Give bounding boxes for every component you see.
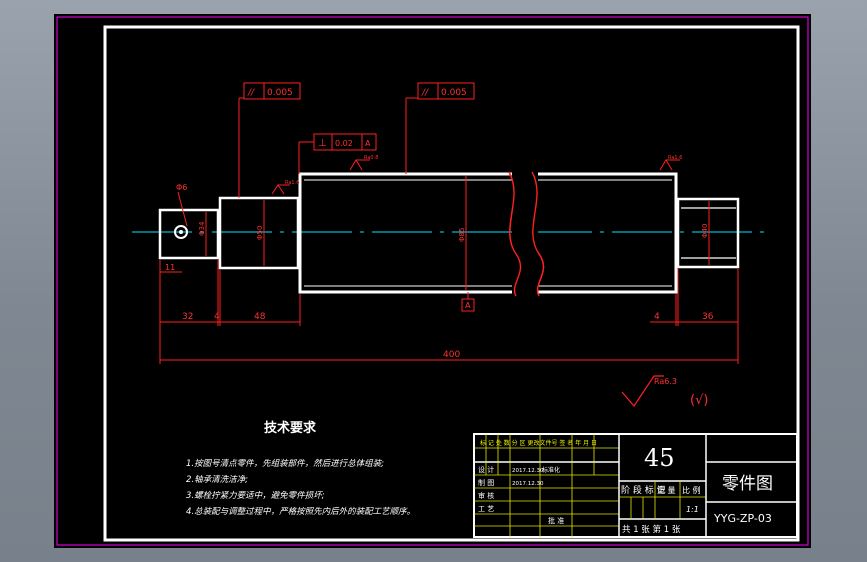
svg-text:标准化: 标准化 xyxy=(542,466,560,474)
dim-11: 11 xyxy=(159,260,182,276)
svg-text:⊥: ⊥ xyxy=(318,138,327,149)
parallel-tolerance-1: // 0.005 xyxy=(238,82,301,198)
tb-header-row: 标 记 处 数 分 区 更改文件号 签 名 年 月 日 xyxy=(480,439,597,447)
dim-dia-journal: Φ50 xyxy=(256,226,264,240)
roughness-3: Ra1.6 xyxy=(659,155,682,171)
diameter-dimensions: Φ34 Φ50 Φ85 Φ40 xyxy=(198,176,710,290)
shaft-outline xyxy=(158,170,740,297)
notes-title: 技术要求 xyxy=(264,420,317,436)
dim-32: 32 xyxy=(182,312,193,322)
dim-48: 48 xyxy=(254,312,266,322)
dim-4a: 4 xyxy=(214,312,220,322)
cross-hole xyxy=(174,225,188,239)
svg-text:(√): (√) xyxy=(690,393,708,408)
dim-36: 36 xyxy=(702,312,714,322)
main-body xyxy=(298,172,678,294)
svg-text:0.005: 0.005 xyxy=(441,88,467,98)
dim-dia-left: Φ34 xyxy=(198,221,206,236)
svg-text:比 例: 比 例 xyxy=(682,485,701,495)
shaft-part-drawing: Φ34 Φ50 Φ85 Φ40 Φ6 11 32 4 48 4 36 400 xyxy=(56,16,809,546)
roughness-1: Ra1.6 xyxy=(271,180,299,195)
journal-section xyxy=(218,196,300,270)
svg-text:A: A xyxy=(465,301,471,310)
perpendicular-tolerance: ⊥ 0.02 A xyxy=(298,133,377,174)
note-1: 1.按图号清点零件，先组装部件，然后进行总体组装; xyxy=(186,458,384,469)
drawing-canvas: Φ34 Φ50 Φ85 Φ40 Φ6 11 32 4 48 4 36 400 xyxy=(54,14,811,548)
svg-text:Ra1.6: Ra1.6 xyxy=(285,180,299,186)
svg-text:A: A xyxy=(365,139,371,148)
svg-text:制 图: 制 图 xyxy=(478,478,494,487)
break-gap xyxy=(512,170,538,296)
technical-requirements: 技术要求 1.按图号清点零件，先组装部件，然后进行总体组装; 2.轴承清洗洁净;… xyxy=(186,420,415,517)
outer-frame xyxy=(56,16,809,546)
length-dimensions: 32 4 48 4 36 400 xyxy=(159,260,739,364)
svg-text:2017.12.30: 2017.12.30 xyxy=(512,481,544,487)
tb-part-name: 零件图 xyxy=(722,474,773,494)
svg-text://: // xyxy=(247,88,255,98)
svg-text:2017.12.30: 2017.12.30 xyxy=(512,468,544,474)
tb-drawing-code: YYG-ZP-03 xyxy=(713,512,772,525)
svg-text:Ra0.8: Ra0.8 xyxy=(364,155,378,161)
roughness-2: Ra0.8 xyxy=(349,155,378,171)
note-4: 4.总装配与调整过程中，严格按照先内后外的装配工艺顺序。 xyxy=(186,506,415,517)
note-3: 3.螺栓拧紧力要适中，避免零件损坏; xyxy=(186,490,325,501)
dim-total: 400 xyxy=(443,350,460,360)
svg-text:共 1 张 第 1 张: 共 1 张 第 1 张 xyxy=(622,524,681,535)
svg-text:0.005: 0.005 xyxy=(267,88,293,98)
title-block: 标 记 处 数 分 区 更改文件号 签 名 年 月 日 设 计 2017.12.… xyxy=(473,433,798,538)
svg-text:批 准: 批 准 xyxy=(548,516,564,525)
svg-text:Ra1.6: Ra1.6 xyxy=(668,155,682,161)
left-end-section xyxy=(158,208,220,260)
svg-text:0.02: 0.02 xyxy=(335,139,353,148)
dim-dia-body: Φ85 xyxy=(458,228,466,242)
svg-text:重 量: 重 量 xyxy=(657,485,676,495)
svg-text://: // xyxy=(421,88,429,98)
right-end-section xyxy=(676,197,740,269)
dim-4b: 4 xyxy=(654,312,660,322)
hole-callout: Φ6 xyxy=(176,183,187,192)
inner-border xyxy=(103,25,800,542)
datum-a: A xyxy=(461,292,475,312)
tb-material: 45 xyxy=(644,444,675,472)
dim-dia-right: Φ40 xyxy=(701,224,709,238)
svg-text:设 计: 设 计 xyxy=(478,465,494,474)
svg-text:阶 段 标 记: 阶 段 标 记 xyxy=(621,484,666,496)
parallel-tolerance-2: // 0.005 xyxy=(405,82,475,174)
svg-text:审 核: 审 核 xyxy=(478,491,494,500)
note-2: 2.轴承清洗洁净; xyxy=(186,474,248,485)
general-roughness: Ra6.3 (√) xyxy=(621,375,708,408)
svg-text:11: 11 xyxy=(165,263,175,272)
svg-text:Ra6.3: Ra6.3 xyxy=(654,377,677,386)
tb-scale: 1:1 xyxy=(686,505,699,514)
svg-text:工 艺: 工 艺 xyxy=(478,505,494,513)
